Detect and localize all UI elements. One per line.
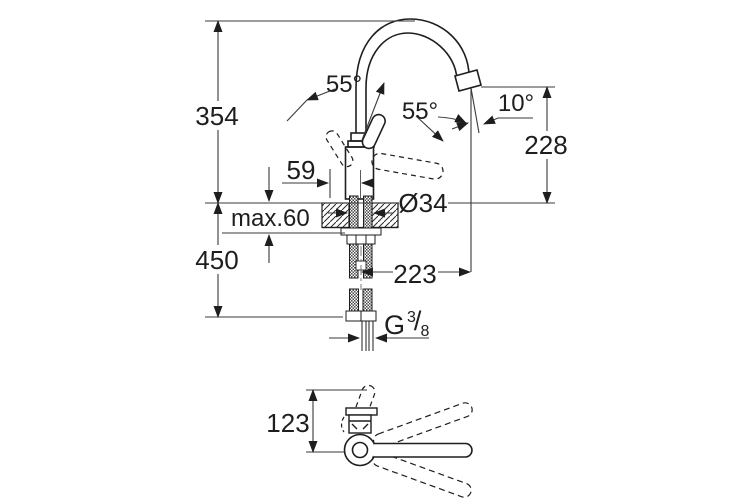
dim-123: 123 (266, 389, 367, 453)
dim-223: 223 (361, 259, 471, 289)
dim-223-label: 223 (393, 259, 436, 289)
hose-nut-right (360, 310, 377, 322)
dim-55deg-spout-label: 55° (402, 98, 438, 125)
label-mask (393, 259, 438, 286)
deck-hatch-right (371, 202, 399, 229)
dim-10deg: 10° (451, 87, 534, 134)
flex-hoses (345, 288, 377, 351)
spout-outline (355, 18, 482, 133)
deck-hatch-left (321, 202, 350, 229)
dim-450: 450 (193, 202, 242, 318)
top-spout-up-capsule (372, 402, 473, 449)
dim-55deg-spout: 55° (402, 98, 467, 142)
lever-dashed-right (371, 152, 444, 180)
dim-55deg-lever-arrow-left (306, 88, 336, 101)
mounting-nut (346, 234, 376, 245)
dimension-annotations: 354 450 max.60 59 Ø34 (193, 20, 570, 343)
top-base-inner-circle (351, 441, 369, 459)
spout-inner-curve (365, 32, 458, 89)
label-mask (523, 131, 570, 159)
shank-thread-left (349, 195, 359, 229)
dim-10deg-arrow-left (451, 122, 469, 132)
mounting-washer (340, 227, 382, 236)
dim-10deg-label: 10° (498, 90, 534, 117)
spout-outer-curve (355, 18, 470, 89)
lever-dashed-left (325, 130, 354, 168)
dim-59: 59 (282, 155, 373, 188)
top-housing (345, 407, 378, 434)
dim-55deg-lever-ray-right (361, 82, 385, 141)
hose-left (349, 288, 359, 312)
top-housing-tick (351, 423, 358, 430)
top-housing-tick (362, 423, 369, 430)
top-spout-solid (373, 442, 473, 458)
hose-right (362, 288, 373, 312)
top-base-outer-circle (343, 433, 377, 467)
lever-dashed-left-capsule (325, 130, 354, 168)
top-housing-body (348, 414, 372, 434)
dim-max60-label: max.60 (231, 205, 310, 232)
dim-59-label: 59 (287, 155, 316, 185)
top-lever-swing-arc (340, 416, 345, 433)
body-base (344, 146, 375, 200)
dim-10deg-leader (483, 115, 533, 125)
dim-354-label: 354 (195, 101, 238, 131)
stream-angle-line (470, 87, 480, 134)
dim-55deg-spout-leader (437, 114, 467, 124)
top-flange-bar (345, 407, 378, 416)
dim-354: 354 (193, 20, 242, 204)
top-view (340, 384, 473, 498)
spout-aerator-tip (454, 69, 482, 92)
label-mask (193, 101, 242, 130)
dim-max60: max.60 (231, 167, 310, 263)
dim-228-label: 228 (524, 130, 567, 160)
lever-dashed-right-capsule (371, 152, 444, 180)
hose-nut-left (345, 310, 362, 322)
dim-450-label: 450 (195, 245, 238, 275)
side-view (321, 18, 482, 351)
counter-deck (321, 202, 399, 229)
dim-123-label: 123 (266, 408, 309, 438)
lever-solid-capsule (361, 113, 386, 150)
lever-solid (361, 113, 386, 150)
dim-55deg-spout-ray (415, 115, 444, 142)
dim-55deg-lever-ray-left (286, 99, 308, 122)
dim-dia34: Ø34 (328, 188, 448, 218)
dim-55deg-lever: 55° (286, 71, 385, 141)
dim-55deg-lever-label: 55° (326, 71, 362, 98)
top-spout-dashed-up (372, 402, 473, 449)
dim-dia34-label: Ø34 (398, 188, 447, 218)
label-mask (193, 245, 242, 274)
shank-thread-right (363, 195, 373, 229)
dim-228: 228 (523, 86, 570, 204)
